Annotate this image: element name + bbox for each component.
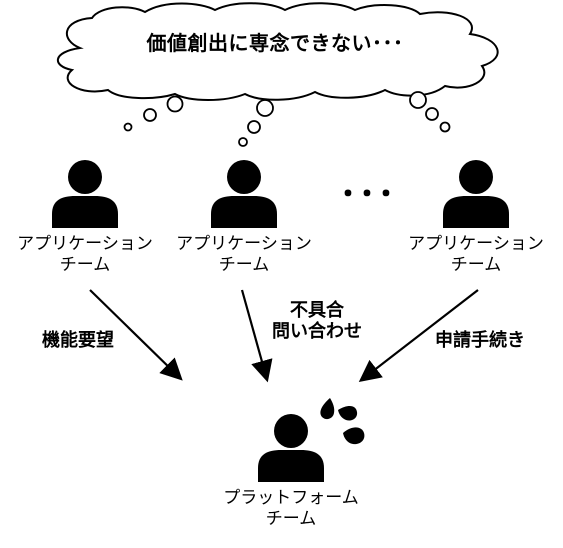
app-team-label-line2: チーム [59, 255, 111, 275]
app-team-label-2: アプリケーション チーム [164, 234, 324, 276]
app-team-label-1: アプリケーション チーム [5, 234, 165, 276]
request-label-procedure: 申請手続き [435, 330, 525, 351]
platform-team-label: プラットフォーム チーム [211, 488, 371, 530]
request-label-feature: 機能要望 [42, 330, 114, 351]
sweat-drops-icon [320, 398, 365, 445]
app-team-label-line1: アプリケーション [408, 234, 544, 254]
request-label-inquiry: 問い合わせ [272, 321, 362, 342]
arrow-feature-request [89, 289, 183, 381]
app-team-label-line1: アプリケーション [176, 234, 312, 254]
arrow-application-procedure [358, 289, 479, 383]
thought-bubbles-left [123, 95, 184, 132]
thought-bubbles-middle [238, 99, 274, 147]
request-label-bug: 不具合 [290, 300, 344, 321]
platform-team-label-line1: プラットフォーム [223, 488, 359, 508]
person-icon [52, 160, 118, 228]
thought-bubbles-right [409, 91, 451, 133]
person-icon [258, 414, 324, 482]
arrow-bug-inquiry [240, 289, 273, 383]
more-teams-ellipsis: ･･･ [339, 175, 397, 215]
person-icon [443, 160, 509, 228]
person-icon [211, 160, 277, 228]
thought-cloud-text: 価値創出に専念できない･･･ [146, 31, 404, 55]
request-label-bug-inquiry: 不具合 問い合わせ [262, 300, 372, 342]
app-team-label-3: アプリケーション チーム [396, 234, 556, 276]
app-team-label-line2: チーム [450, 255, 502, 275]
app-team-label-line1: アプリケーション [17, 234, 153, 254]
app-team-label-line2: チーム [218, 255, 270, 275]
platform-team-label-line2: チーム [265, 509, 317, 529]
thought-cloud-icon [57, 2, 499, 101]
